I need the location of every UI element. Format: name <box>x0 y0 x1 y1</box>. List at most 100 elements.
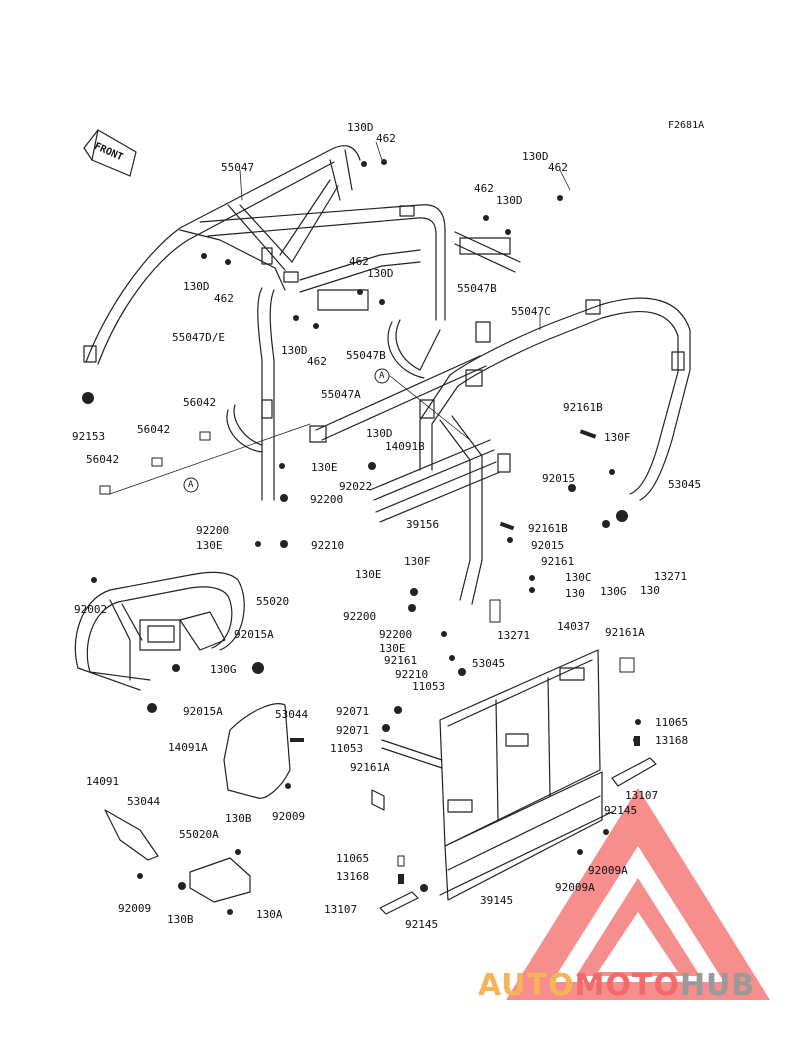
part-callout: 14091B <box>385 440 425 453</box>
part-callout: 130 <box>640 584 660 597</box>
part-callout: 462 <box>349 255 369 268</box>
part-callout: 130G <box>600 585 627 598</box>
watermark-part-3: HUB <box>679 968 756 1003</box>
part-callout: 11065 <box>655 716 689 729</box>
part-callout: 92145 <box>405 918 439 931</box>
part-callout: 13168 <box>336 870 370 883</box>
part-callout: 13271 <box>654 570 688 583</box>
part-callout: 130E <box>379 642 406 655</box>
part-callout: 130B <box>225 812 252 825</box>
part-callout: 55020 <box>256 595 290 608</box>
part-callout: 13107 <box>625 789 659 802</box>
part-callout: 92022 <box>339 480 373 493</box>
part-callout: 130D <box>347 121 374 134</box>
cargo-gate <box>371 649 603 901</box>
part-callout: 92009 <box>118 902 152 915</box>
part-callout: 130D <box>366 427 393 440</box>
watermark-text: AUTOMOTOHUB <box>478 968 755 1003</box>
part-callout: 130A <box>256 908 283 921</box>
part-callout: 55047A <box>321 388 361 401</box>
part-callout: 92161 <box>384 654 418 667</box>
front-bumper <box>74 571 245 691</box>
part-callout: 53044 <box>127 795 161 808</box>
part-callout: 55047 <box>221 161 255 174</box>
part-callout: 92200 <box>379 628 413 641</box>
watermark-triangle <box>506 788 770 1000</box>
part-callout: 55047B <box>457 282 497 295</box>
part-callout: 56042 <box>137 423 171 436</box>
bracket-55020A <box>189 857 251 903</box>
part-callout: 53045 <box>668 478 702 491</box>
front-arrow <box>83 129 137 177</box>
main-roll-cage <box>83 145 521 501</box>
part-callout: 92161A <box>605 626 645 639</box>
part-callout: 92015A <box>183 705 223 718</box>
part-callout: 462 <box>548 161 568 174</box>
part-callout: A <box>379 371 385 381</box>
part-callout: 130D <box>367 267 394 280</box>
part-callout: 92009A <box>555 881 595 894</box>
part-callout: 92161 <box>541 555 575 568</box>
side-panel-14091 <box>104 809 159 861</box>
part-callout: 13168 <box>655 734 689 747</box>
part-callout: 92009 <box>272 810 306 823</box>
part-callout: 56042 <box>86 453 120 466</box>
rear-roll-hoop <box>419 297 691 501</box>
watermark-part-2: MOTO <box>574 968 680 1003</box>
part-callout: 130F <box>404 555 431 568</box>
reference-markers <box>183 368 390 493</box>
part-callout: 53044 <box>275 708 309 721</box>
part-callout: 55047C <box>511 305 551 318</box>
side-panel-14091A <box>223 703 291 799</box>
part-callout: 55047D/E <box>172 331 225 344</box>
part-callout: 55020A <box>179 828 219 841</box>
latch-13107-right <box>611 757 657 787</box>
part-callout: 14037 <box>557 620 591 633</box>
part-callout: 92015 <box>542 472 576 485</box>
cross-bar <box>309 355 487 443</box>
part-callout: A <box>188 480 194 490</box>
part-callout: 14091 <box>86 775 120 788</box>
part-callout: 55047B <box>346 349 386 362</box>
part-callout: 462 <box>214 292 234 305</box>
part-callout: 92161B <box>528 522 568 535</box>
tube-39156 <box>369 439 501 523</box>
part-callout: 130D <box>183 280 210 293</box>
part-callout: 92153 <box>72 430 106 443</box>
part-callout: 11053 <box>412 680 446 693</box>
part-callout: 462 <box>307 355 327 368</box>
part-callout: 92009A <box>588 864 628 877</box>
part-callout: 130G <box>210 663 237 676</box>
part-callout: 130F <box>604 431 631 444</box>
figure-id: F2681A <box>668 120 705 131</box>
part-callout: 130C <box>565 571 592 584</box>
part-callout: 39156 <box>406 518 440 531</box>
part-callout: 92071 <box>336 724 370 737</box>
part-callout: 92002 <box>74 603 108 616</box>
part-callout: 39145 <box>480 894 514 907</box>
latch-13107-left <box>379 891 419 915</box>
part-callout: 92145 <box>604 804 638 817</box>
watermark-part-1: AUTO <box>478 968 575 1003</box>
part-callout: 11065 <box>336 852 370 865</box>
part-callout: 130 <box>565 587 585 600</box>
part-callout: 53045 <box>472 657 506 670</box>
part-callout: 130D <box>496 194 523 207</box>
part-callout: 130E <box>196 539 223 552</box>
part-callout: 92071 <box>336 705 370 718</box>
part-callout: 92200 <box>196 524 230 537</box>
part-callout: 92161B <box>563 401 603 414</box>
part-callout: 92015A <box>234 628 274 641</box>
part-callout: 130D <box>522 150 549 163</box>
part-callout: 92210 <box>311 539 345 552</box>
part-callout: 11053 <box>330 742 364 755</box>
part-callout: 130E <box>311 461 338 474</box>
part-callout: 56042 <box>183 396 217 409</box>
part-callout: 130E <box>355 568 382 581</box>
part-callout: 92015 <box>531 539 565 552</box>
inner-hoops <box>226 319 483 605</box>
part-callout: 92161A <box>350 761 390 774</box>
part-callout: 130B <box>167 913 194 926</box>
